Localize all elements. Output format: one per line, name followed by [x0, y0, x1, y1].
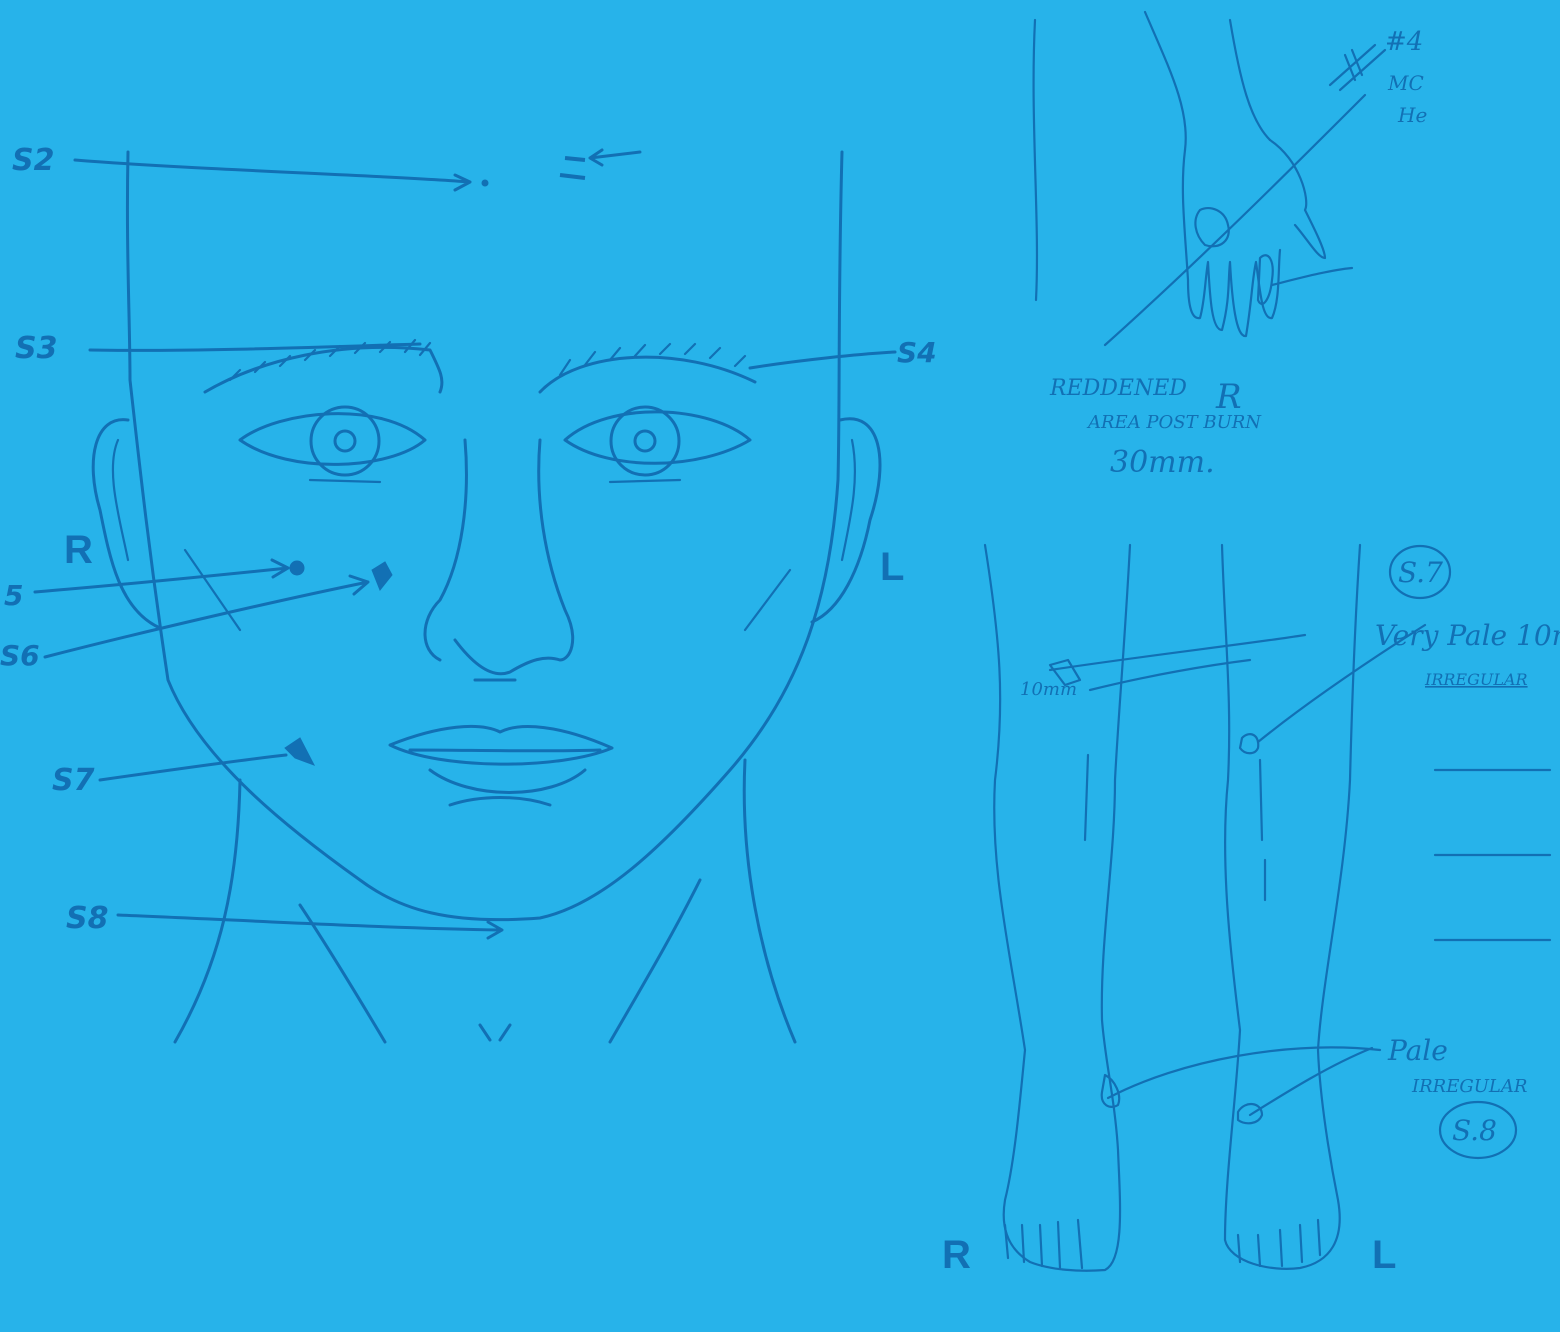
note-s7-line1: Very Pale 10mm — [1375, 619, 1560, 652]
hand-note-top: #4 — [1385, 27, 1423, 57]
face-side-right: R — [64, 528, 93, 572]
wound-mark-5 — [290, 561, 304, 575]
hand-note-size: 30mm. — [1110, 445, 1215, 480]
face-outline — [127, 152, 842, 920]
hand-side: R — [1215, 377, 1242, 417]
right-ear — [93, 420, 160, 628]
wound-mark-s6 — [372, 562, 392, 590]
note-s7-line2: IRREGULAR — [1424, 670, 1528, 689]
label-s4: S4 — [897, 336, 937, 369]
label-s8: S8 — [66, 901, 108, 936]
leg-wound-s7 — [1240, 734, 1258, 753]
face-side-left: L — [880, 545, 904, 589]
mark-s7: S.7 — [1398, 556, 1443, 589]
face-diagram: S2 S3 S4 5 S6 S7 S8 R L — [0, 143, 937, 1042]
wound-mark-s2 — [482, 180, 488, 186]
note-pale-line2: IRREGULAR — [1411, 1076, 1527, 1097]
note-pale-line1: Pale — [1387, 1034, 1448, 1067]
hand-note-top3: He — [1397, 103, 1427, 127]
left-eyebrow — [540, 357, 755, 392]
nose — [425, 440, 573, 680]
right-leg-outline — [985, 545, 1130, 1271]
label-5: 5 — [4, 579, 23, 612]
legs-diagram: S.7 S.8 Very Pale 10mm IRREGULAR 10mm Pa… — [942, 545, 1560, 1277]
left-leg-outline — [1222, 545, 1360, 1269]
leg-wound-s8 — [1238, 1104, 1262, 1123]
hand-note-line1: REDDENED — [1049, 376, 1187, 401]
hand-outline — [1183, 140, 1325, 336]
mark-s8: S.8 — [1452, 1114, 1497, 1147]
wound-mark-s7 — [285, 738, 314, 765]
hand-diagram: #4 MC He REDDENED AREA POST BURN 30mm. R — [1034, 12, 1428, 480]
right-eye — [240, 407, 425, 482]
leader-s7 — [100, 755, 286, 780]
legs-side-right: R — [942, 1233, 971, 1277]
leader-s2 — [75, 160, 470, 190]
left-eye — [565, 407, 750, 482]
hand-note-top2: MC — [1387, 71, 1424, 95]
legs-side-left: L — [1372, 1233, 1396, 1277]
label-s3: S3 — [15, 331, 57, 366]
label-s2: S2 — [12, 143, 54, 178]
hand-wound-area — [1195, 208, 1228, 246]
note-small: 10mm — [1020, 679, 1077, 700]
mouth — [390, 726, 612, 805]
label-s7: S7 — [52, 763, 95, 798]
label-s6: S6 — [0, 639, 40, 672]
forearm — [1034, 12, 1270, 300]
leader-s4 — [750, 352, 895, 368]
